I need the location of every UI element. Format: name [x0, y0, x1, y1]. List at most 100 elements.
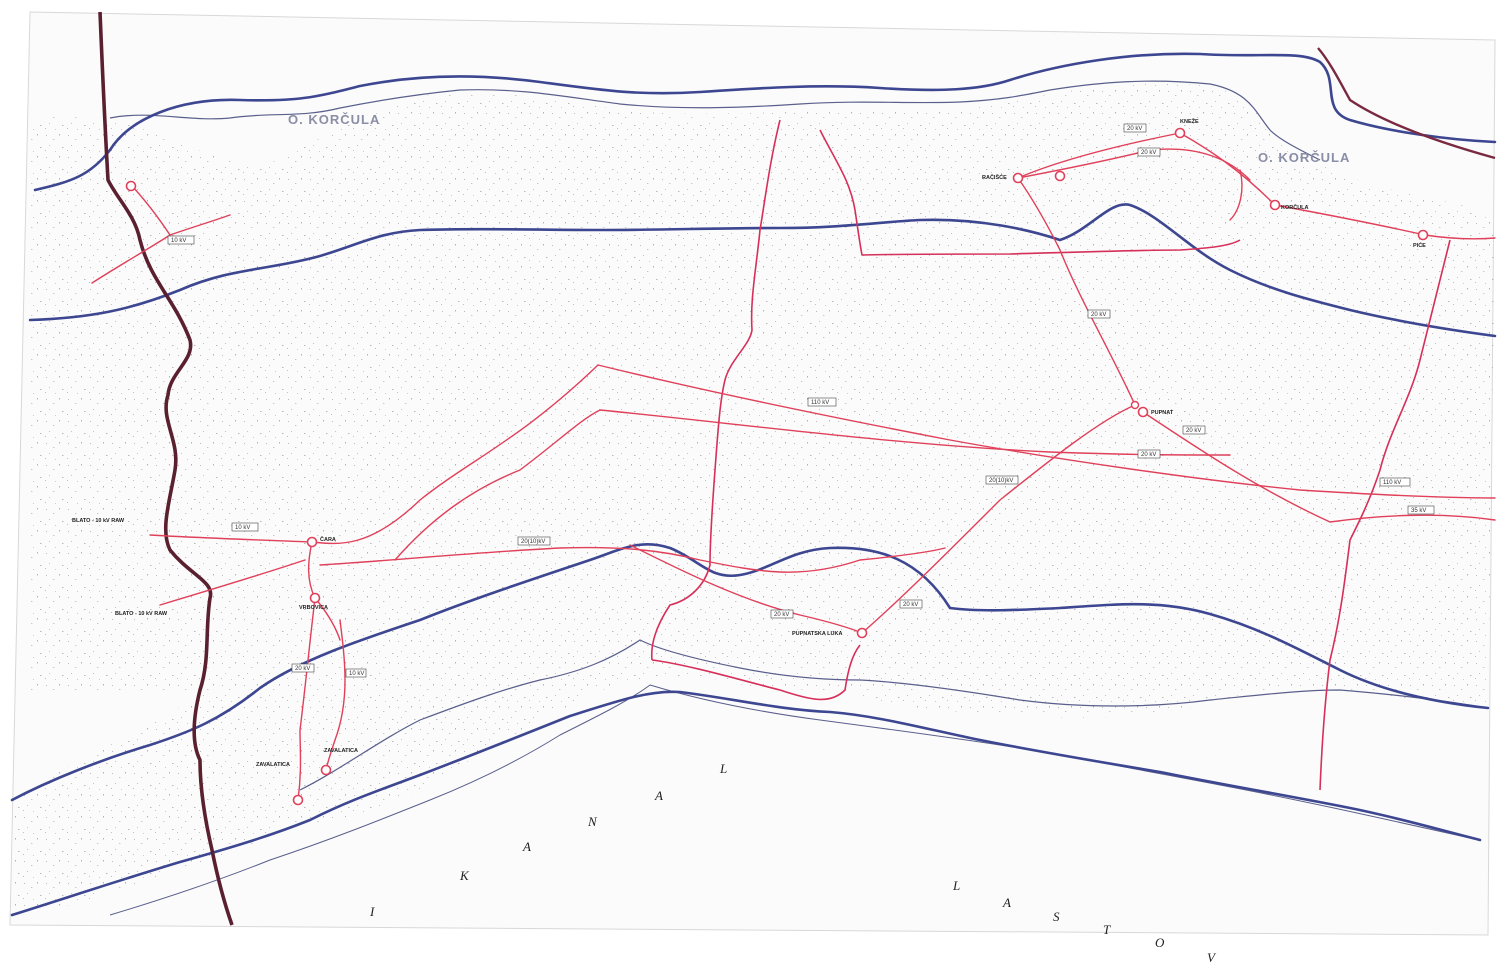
- voltage-tag-box: [899, 599, 923, 609]
- voltage-tag: 20 kV: [1137, 147, 1161, 157]
- power-line-south-2: [325, 619, 346, 771]
- substation-marker: PUPNAT: [1137, 406, 1174, 418]
- depth-contour-south-1: [10, 542, 1490, 802]
- side-label-upper: BLATO - 10 kV RAW: [72, 518, 125, 524]
- voltage-tag-box: [345, 668, 367, 678]
- voltage-tag-text: 20 kV: [903, 602, 918, 608]
- voltage-tag-text: 20(10)kV: [521, 539, 545, 545]
- power-line-knezak-korcula: [1179, 132, 1276, 206]
- power-line-south-1: [297, 597, 316, 801]
- voltage-tag-text: 20 kV: [1091, 312, 1106, 318]
- voltage-tag-text: 10 kV: [349, 671, 364, 677]
- substation-label: PIĆE: [1413, 241, 1426, 249]
- voltage-tag-box: [1182, 425, 1206, 435]
- substation-circle: [306, 536, 318, 548]
- substation-label: ČARA: [320, 536, 336, 543]
- voltage-tag-text: 110 kV: [1383, 480, 1401, 486]
- power-line-korcula-east: [1274, 204, 1496, 240]
- channel-letter: V: [1207, 950, 1217, 965]
- power-line-ne-loop: [1229, 169, 1243, 221]
- island-label-west: O. KORČULA: [288, 112, 380, 127]
- substations: ČARA VRBOVICA ZAVALATICA ZAVALATICA PUPN…: [125, 117, 1429, 806]
- depth-contour-south-2: [10, 690, 1482, 917]
- voltage-tag: 20 kV: [770, 609, 794, 619]
- cadastral-boundary-4: [651, 644, 861, 701]
- voltage-tag-box: [231, 522, 259, 532]
- substation-marker: RAČIŠĆE: [982, 172, 1024, 184]
- voltage-tag: 10 kV: [345, 668, 367, 678]
- substation-circle: [1012, 172, 1024, 184]
- voltage-tag: 20(10)kV: [985, 475, 1019, 485]
- voltage-tag-box: [1137, 449, 1161, 459]
- substation-label: KORČULA: [1281, 204, 1309, 211]
- substation-marker: [125, 180, 137, 192]
- cadastral-boundary-1: [650, 119, 781, 661]
- channel-letter: O: [1155, 935, 1165, 950]
- substation-circle: [1130, 400, 1140, 410]
- power-line-pupnat-east: [1142, 411, 1496, 523]
- boundaries: [98, 11, 1496, 926]
- substation-circle: [1269, 199, 1281, 211]
- voltage-tag: 10 kV: [231, 522, 259, 532]
- channel-letter: L: [952, 878, 960, 893]
- voltage-tags: 10 kV 10 kV 110 kV 20(10)kV 20 kV 20 kV …: [167, 123, 1435, 678]
- island-label-east: O. KORČULA: [1258, 150, 1350, 165]
- voltage-tag-box: [985, 475, 1019, 485]
- substation-circle: [1137, 406, 1149, 418]
- voltage-tag: 20(10)kV: [517, 536, 551, 546]
- cadastral-boundary-2: [819, 129, 1241, 256]
- power-line-west-branch: [131, 185, 171, 236]
- voltage-tag-box: [770, 609, 794, 619]
- channel-letter: A: [1002, 895, 1011, 910]
- voltage-tag-text: 20 kV: [774, 612, 789, 618]
- channel-letter: L: [719, 761, 727, 776]
- substation-circle: [1417, 229, 1429, 241]
- channel-letter: A: [522, 839, 531, 854]
- substation-circle: [125, 180, 137, 192]
- cadastral-boundary-3: [1319, 239, 1451, 791]
- depth-contour-north-2: [28, 203, 1497, 338]
- voltage-tag: 20 kV: [1182, 425, 1206, 435]
- channel-letter: I: [369, 904, 375, 919]
- voltage-tag: 20 kV: [1087, 309, 1111, 319]
- voltage-tag: 20 kV: [899, 599, 923, 609]
- voltage-tag-text: 20(10)kV: [989, 478, 1013, 484]
- voltage-tag-text: 35 kV: [1411, 508, 1426, 514]
- substation-marker: VRBOVICA: [299, 592, 328, 611]
- substation-label: PUPNATSKA LUKA: [792, 631, 842, 637]
- voltage-tag: 110 kV: [807, 397, 837, 407]
- voltage-tag-box: [291, 663, 315, 673]
- power-line-main-southeast: [319, 546, 946, 573]
- voltage-tag-box: [1407, 505, 1435, 515]
- voltage-tag-text: 20 kV: [295, 666, 310, 672]
- side-labels: BLATO - 10 kV RAW BLATO - 10 kV RAW: [72, 518, 168, 617]
- substation-marker: KNEŽE: [1174, 117, 1199, 139]
- substation-marker: ČARA: [306, 536, 336, 548]
- municipal-boundary-west: [98, 11, 234, 926]
- voltage-tag-text: 110 kV: [811, 400, 829, 406]
- voltage-tag: 20 kV: [1137, 449, 1161, 459]
- voltage-tag-box: [167, 235, 195, 245]
- substation-marker: KORČULA: [1269, 199, 1309, 211]
- north-coastline: [109, 80, 1321, 161]
- substation-label: RAČIŠĆE: [982, 173, 1007, 181]
- substation-label: ZAVALATICA: [324, 748, 358, 754]
- substation-circle: [856, 627, 868, 639]
- voltage-tag-text: 10 kV: [171, 238, 186, 244]
- channel-letter: S: [1053, 909, 1060, 924]
- power-line-110-second: [394, 409, 1231, 561]
- power-line-cara-ne: [311, 364, 599, 545]
- power-line-cara-sw: [159, 559, 306, 606]
- voltage-tag-text: 20 kV: [1186, 428, 1201, 434]
- voltage-tag-box: [1123, 123, 1147, 133]
- power-line-110-main: [597, 364, 1496, 499]
- power-line-cara-west: [149, 534, 313, 543]
- voltage-tag-text: 20 kV: [1141, 452, 1156, 458]
- voltage-tag-box: [1379, 477, 1411, 487]
- power-line-pupnat-north: [1017, 177, 1136, 406]
- substation-label: PUPNAT: [1151, 410, 1174, 416]
- channel-lettering: L A N A K I L A S T O V: [369, 761, 1217, 965]
- substation-circle: [320, 764, 332, 776]
- voltage-tag-text: 10 kV: [235, 525, 250, 531]
